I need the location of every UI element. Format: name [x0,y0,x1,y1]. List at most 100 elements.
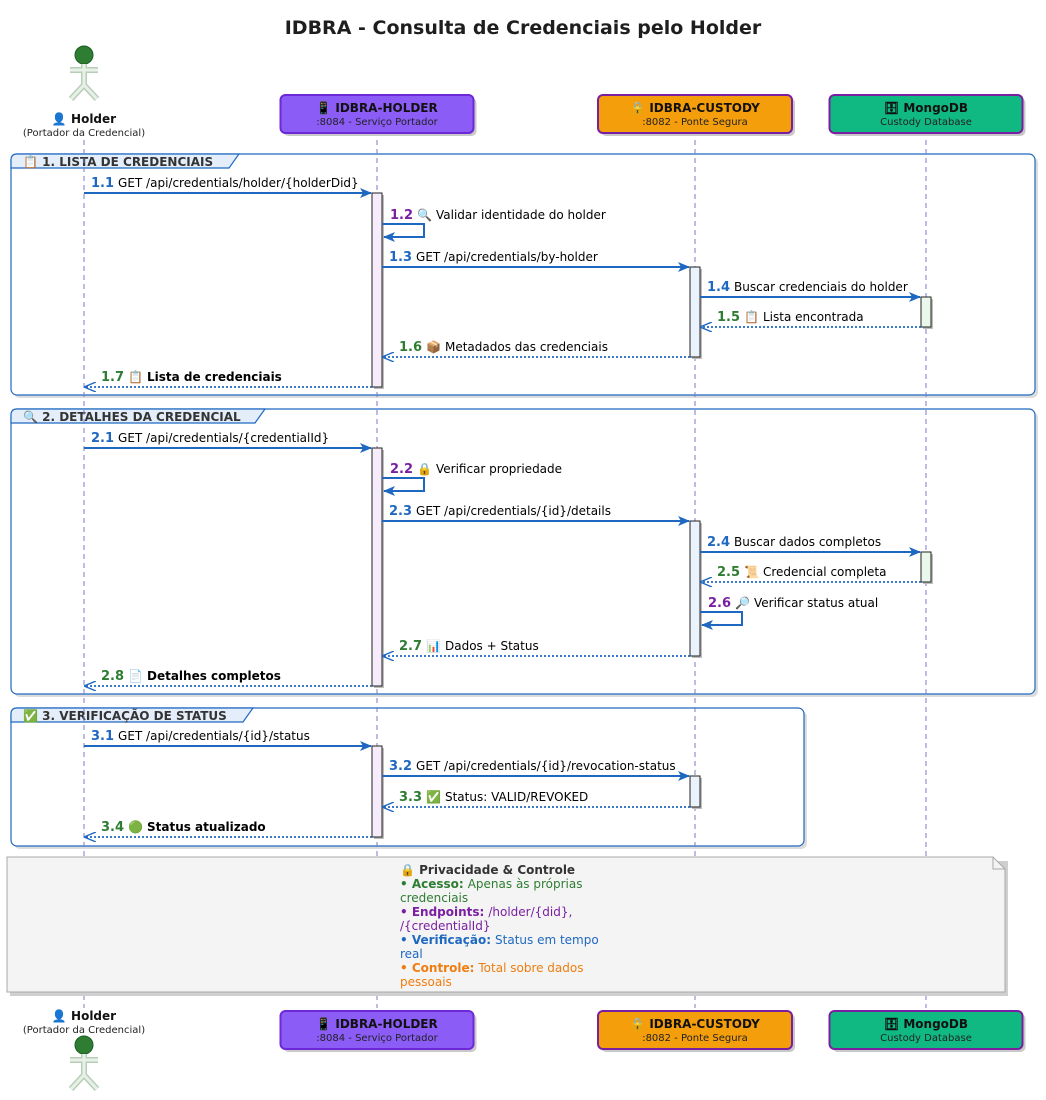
message-number: 3.3 [399,790,422,805]
message-text: Lista encontrada [763,310,864,324]
participant-subtitle-bottom: :8082 - Ponte Segura [642,1033,748,1044]
self-arrow [700,611,743,630]
participant-name-top: 👤 Holder [52,112,116,126]
group-frame: 📋 1. LISTA DE CREDENCIAIS [10,153,1038,398]
actor-head [74,45,94,65]
note-item-text: /holder/{did}, [488,905,572,919]
note-line: pessoais [400,975,452,989]
message-label: 3.1 GET /api/credentials/{id}/status [91,729,310,744]
group-frames: 📋 1. LISTA DE CREDENCIAIS 🔍 2. DETALHES D… [10,153,1038,849]
message-label: 2.2 🔒 Verificar propriedade [390,462,562,477]
message-text: GET /api/credentials/{id}/details [416,504,611,518]
box [597,1010,793,1050]
message-2-3: 2.3 GET /api/credentials/{id}/details [382,504,690,526]
message-icon: 📄 [128,669,143,683]
message-1-7: 1.7📋Lista de credenciais [85,370,372,387]
note-item-label: • Acesso: [400,877,464,891]
message-number: 1.2 [390,208,413,223]
participant-subtitle-bottom: (Portador da Credencial) [23,1025,145,1036]
message-label: 1.5📋Lista encontrada [717,310,864,325]
participant-box-idbra-holder-top [279,94,477,136]
note-item-label: • Endpoints: [400,905,484,919]
message-label: 1.7📋Lista de credenciais [101,370,282,385]
diagram-title: IDBRA - Consulta de Credenciais pelo Hol… [285,17,762,39]
message-label: 3.3✅Status: VALID/REVOKED [399,790,588,805]
message-2-2: 2.2 🔒 Verificar propriedade [382,462,562,496]
note-line: • Acesso: Apenas às próprias [400,877,583,891]
message-number: 1.1 [91,176,114,191]
message-2-6: 2.6🔎Verificar status atual [700,595,878,630]
message-1-2: 1.2 🔍 Validar identidade do holder [382,207,606,242]
message-number: 2.3 [389,504,412,519]
message-number: 2.7 [399,639,422,654]
actor-bottom [68,1035,100,1092]
message-number: 3.2 [389,759,412,774]
note-item-text: Apenas às próprias [468,877,583,891]
note-item-label: • Verificação: [400,933,491,947]
message-number: 1.6 [399,340,422,355]
message-icon: 🔒 [417,462,432,476]
message-number: 1.4 [707,280,730,295]
message-label: 2.1 GET /api/credentials/{credentialId} [91,431,329,446]
activation-bar [371,192,383,388]
message-1-6: 1.6📦Metadados das credenciais [383,340,690,357]
message-text: Detalhes completos [147,669,281,683]
message-2-8: 2.8📄Detalhes completos [85,669,372,686]
message-icon: 📜 [744,565,759,579]
frame-tab [10,707,255,723]
message-number: 2.2 [390,462,413,477]
note-item-label: • Controle: [400,961,474,975]
group-label: 🔍 2. DETALHES DA CREDENCIAL [23,409,241,424]
participant-box-mongodb-bottom [828,1010,1026,1052]
frame-box [10,408,1036,695]
note-fold [992,857,1005,870]
activation-bar [689,266,701,358]
message-number: 2.1 [91,431,114,446]
message-label: 2.6🔎Verificar status atual [708,595,878,611]
message-number: 3.1 [91,729,114,744]
self-arrow [382,477,425,496]
message-label: 1.1 GET /api/credentials/holder/{holderDi… [91,176,359,191]
message-icon: 🔎 [735,595,750,610]
activation-bar [371,447,383,687]
message-text: GET /api/credentials/{id}/status [118,729,310,743]
message-icon: 📋 [744,310,759,324]
box [279,1010,475,1050]
activation-bar [689,775,701,808]
message-text: Verificar propriedade [436,462,562,476]
box [279,94,475,134]
message-number: 1.7 [101,370,124,385]
message-text: Status: VALID/REVOKED [445,790,588,804]
message-label: 1.2 🔍 Validar identidade do holder [390,207,606,223]
message-text: GET /api/credentials/{credentialId} [118,431,329,445]
participant-name-top: 📱 IDBRA-HOLDER [316,101,438,115]
message-text: Status atualizado [147,820,266,834]
message-text: Verificar status atual [754,596,878,610]
message-text: Lista de credenciais [147,370,282,384]
note-line: /{credentialId} [400,919,490,933]
message-2-5: 2.5📜Credencial completa [701,565,921,582]
message-icon: 🔍 [417,207,432,222]
box [828,1010,1024,1050]
frame-box [10,153,1036,396]
participant-subtitle-top: :8084 - Serviço Portador [316,117,438,128]
message-label: 3.4🟢Status atualizado [101,820,266,835]
activation-bar [920,551,932,583]
frame-tab [10,153,241,169]
message-text: Validar identidade do holder [436,208,606,222]
actor-head [74,1035,94,1055]
message-text: Dados + Status [445,639,539,653]
message-text: GET /api/credentials/holder/{holderDid} [118,176,359,190]
group-label: ✅ 3. VERIFICAÇÃO DE STATUS [23,708,227,723]
message-text: GET /api/credentials/by-holder [416,250,598,264]
privacy-note: 🔒 Privacidade & Controle• Acesso:Apenas … [6,856,1008,996]
activation-bar [371,745,383,838]
note-line: • Endpoints: /holder/{did}, [400,905,572,919]
participant-name-bottom: 📱 IDBRA-HOLDER [316,1017,438,1031]
message-3-4: 3.4🟢Status atualizado [85,820,372,837]
